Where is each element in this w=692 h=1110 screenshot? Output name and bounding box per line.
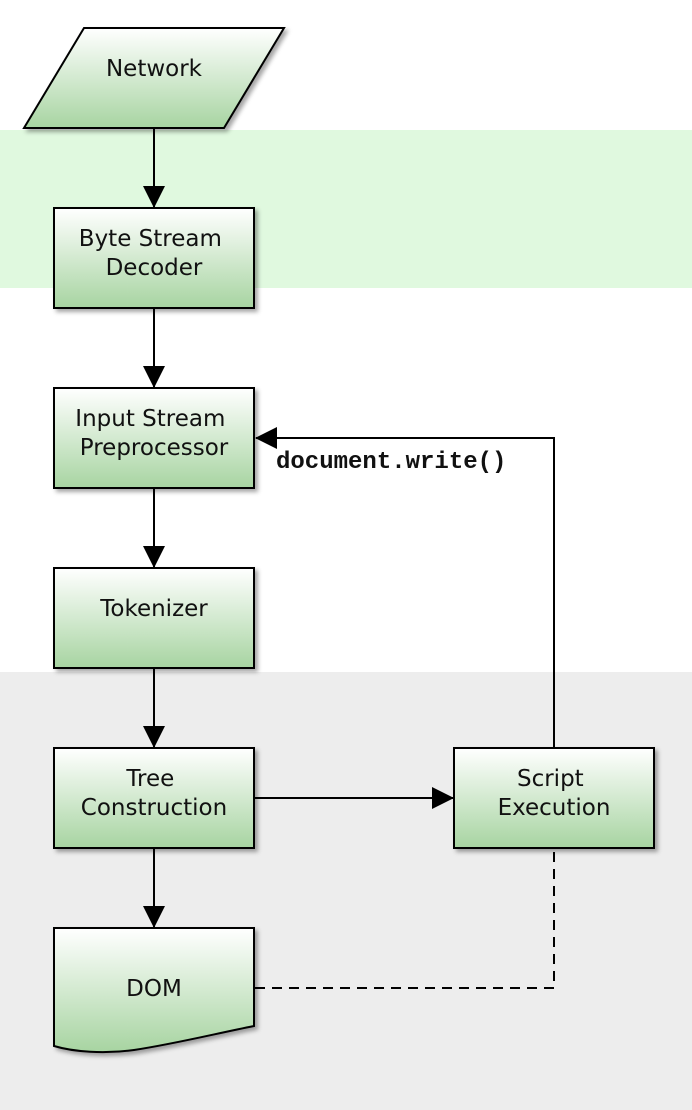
node-label-byte-stream-decoder-line2: Decoder: [106, 255, 203, 281]
edge-script-execution-to-preprocessor: [255, 427, 555, 747]
node-label-script-execution-line2: Execution: [498, 795, 611, 821]
svg-text:Byte Stream Decoder: Byte Stream Decoder: [79, 226, 229, 281]
node-label-input-stream-preprocessor-line2: Preprocessor: [80, 435, 229, 461]
node-label-input-stream-preprocessor-line1: Input Stream: [75, 406, 225, 432]
node-input-stream-preprocessor: Input Stream Preprocessor: [53, 387, 255, 489]
node-label-tokenizer: Tokenizer: [99, 596, 208, 622]
node-label-tree-construction-line2: Construction: [81, 795, 227, 821]
svg-text:Tree Construction: Tree Construction: [81, 766, 227, 821]
svg-text:Script Execution: Script Execution: [498, 766, 611, 821]
node-label-dom: DOM: [126, 976, 182, 1002]
node-tree-construction: Tree Construction: [53, 747, 255, 849]
node-tokenizer: Tokenizer: [53, 567, 255, 669]
node-label-network: Network: [106, 56, 203, 82]
node-byte-stream-decoder: Byte Stream Decoder: [53, 207, 255, 309]
svg-text:DOM: DOM: [126, 976, 182, 1002]
svg-text:Network: Network: [106, 56, 203, 82]
edge-dom-to-script-execution-dashed: [255, 849, 555, 989]
svg-text:Tokenizer: Tokenizer: [99, 596, 208, 622]
node-network: Network: [22, 27, 286, 129]
document-write-label: document.write(): [276, 449, 506, 476]
node-dom: DOM: [53, 927, 255, 1054]
node-script-execution: Script Execution: [453, 747, 655, 849]
node-label-byte-stream-decoder-line1: Byte Stream: [79, 226, 222, 252]
node-label-script-execution-line1: Script: [517, 766, 584, 792]
node-label-tree-construction-line1: Tree: [125, 766, 174, 792]
svg-text:Input Stream Preprocesso: Input Stream Preprocessor: [75, 406, 232, 461]
